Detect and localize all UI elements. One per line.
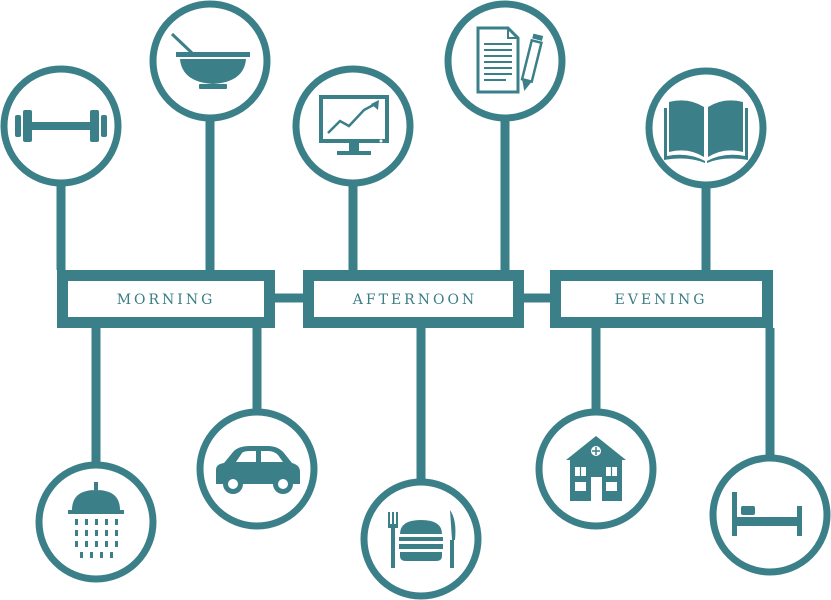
computer-circle bbox=[292, 65, 414, 187]
connector-lines bbox=[56, 118, 775, 482]
dumbbell-circle bbox=[0, 65, 122, 187]
book-icon bbox=[664, 100, 748, 163]
car-circle bbox=[196, 408, 318, 530]
document-pencil-icon bbox=[476, 26, 544, 94]
section-box-afternoon: AFTERNOON bbox=[303, 270, 524, 328]
shower-icon bbox=[68, 482, 124, 558]
document-circle bbox=[444, 0, 566, 122]
bowl-circle bbox=[149, 0, 271, 122]
computer-chart-icon bbox=[319, 95, 389, 155]
bowl-icon bbox=[170, 32, 250, 89]
section-label-evening: EVENING bbox=[615, 292, 708, 308]
house-circle bbox=[535, 408, 657, 530]
car-icon bbox=[216, 446, 300, 494]
bed-icon bbox=[732, 492, 802, 536]
lunch-circle bbox=[360, 478, 482, 600]
lunch-burger-icon bbox=[388, 510, 456, 568]
book-circle bbox=[645, 67, 767, 189]
house-icon bbox=[566, 436, 626, 501]
bed-circle bbox=[709, 454, 831, 576]
shower-circle bbox=[35, 461, 157, 583]
section-box-morning: MORNING bbox=[57, 270, 275, 328]
dumbbell-icon bbox=[15, 110, 107, 142]
section-label-afternoon: AFTERNOON bbox=[352, 292, 477, 308]
section-box-evening: EVENING bbox=[550, 270, 773, 328]
section-label-morning: MORNING bbox=[117, 292, 216, 308]
